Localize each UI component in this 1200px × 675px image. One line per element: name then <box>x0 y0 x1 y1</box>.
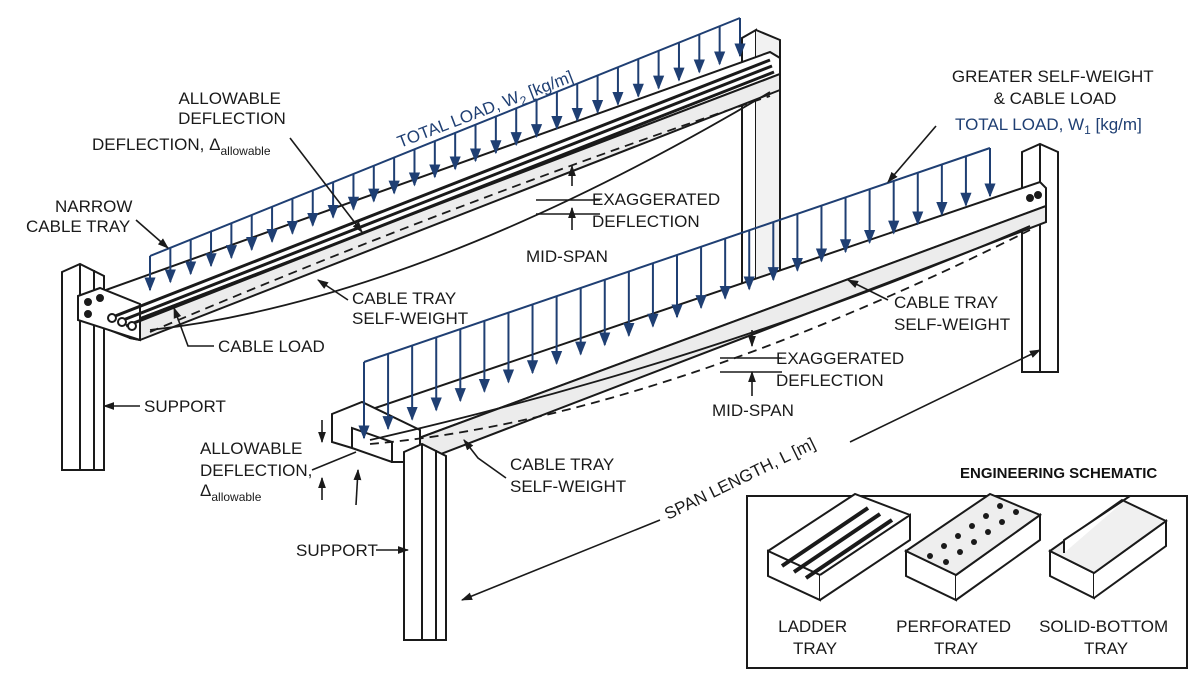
mid-span-label-1: MID-SPAN <box>526 247 608 266</box>
leader-lines <box>102 125 1042 601</box>
greater-self-weight-label: GREATER SELF-WEIGHT & CABLE LOAD <box>952 67 1158 108</box>
schematic-title: ENGINEERING SCHEMATIC <box>960 465 1157 482</box>
exaggerated-deflection-label-2: EXAGGERATED DEFLECTION <box>776 349 909 390</box>
allowable-deflection-label-2: ALLOWABLE DEFLECTION, <box>200 439 312 480</box>
narrow-cable-tray-label: NARROW CABLE TRAY <box>26 197 137 236</box>
mid-span-label-2: MID-SPAN <box>712 401 794 420</box>
perforated-tray-icon <box>903 492 1043 602</box>
tray-1-structure <box>61 28 781 471</box>
solid-bottom-tray-icon <box>1048 495 1168 600</box>
support-label-2: SUPPORT <box>296 541 378 560</box>
tray-1-load-top-line <box>149 17 741 257</box>
support-label-1: SUPPORT <box>144 397 226 416</box>
ladder-tray-label: LADDER TRAY <box>778 617 852 658</box>
solid-bottom-tray-label: SOLID-BOTTOM TRAY <box>1039 617 1173 658</box>
tray-1-labels: TOTAL LOAD, W2 [kg/m] ALLOWABLE DEFLECTI… <box>26 67 725 416</box>
deflection-delta-label: DEFLECTION, Δallowable <box>92 135 271 158</box>
ladder-tray-icon <box>767 492 911 602</box>
perforated-tray-label: PERFORATED TRAY <box>896 617 1016 658</box>
total-load-w1-label: TOTAL LOAD, W1 [kg/m] <box>955 115 1142 137</box>
allowable-delta-label: Δallowable <box>200 481 262 504</box>
cable-load-label: CABLE LOAD <box>218 337 325 356</box>
tray-1-distributed-load <box>144 17 746 292</box>
exaggerated-deflection-label-1: EXAGGERATED DEFLECTION <box>592 190 725 231</box>
self-weight-label-1: CABLE TRAY SELF-WEIGHT <box>352 289 468 328</box>
self-weight-label-2: CABLE TRAY SELF-WEIGHT <box>894 293 1010 334</box>
allowable-deflection-label: ALLOWABLE DEFLECTION <box>178 89 286 128</box>
self-weight-label-3: CABLE TRAY SELF-WEIGHT <box>510 455 626 496</box>
tray-2-structure <box>331 142 1059 641</box>
tray-2-distributed-load <box>358 147 996 440</box>
engineering-schematic-inset: ENGINEERING SCHEMATIC <box>746 465 1188 669</box>
